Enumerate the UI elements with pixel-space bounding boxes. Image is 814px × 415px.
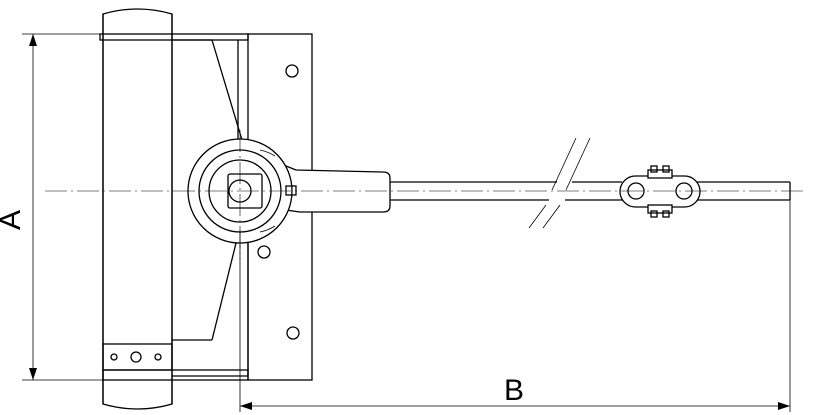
adjustment-joint [619, 165, 701, 218]
mounting-hole-middle [257, 245, 271, 259]
closer-body [102, 8, 173, 410]
bracket-hole [154, 353, 162, 361]
top-strip [99, 33, 249, 41]
bottom-bracket [102, 343, 249, 381]
bracket-screw [130, 351, 142, 363]
break-lines [528, 137, 591, 229]
mounting-hole-top [285, 64, 299, 78]
mounting-hole-bottom [286, 326, 300, 340]
bracket-hole [110, 353, 118, 361]
inner-frame [172, 39, 249, 376]
dimension-a: A [0, 33, 103, 381]
dimension-a-label: A [0, 210, 27, 230]
rod [390, 181, 791, 201]
dimension-b-label: B [504, 374, 524, 407]
dimension-b: B [239, 200, 791, 412]
